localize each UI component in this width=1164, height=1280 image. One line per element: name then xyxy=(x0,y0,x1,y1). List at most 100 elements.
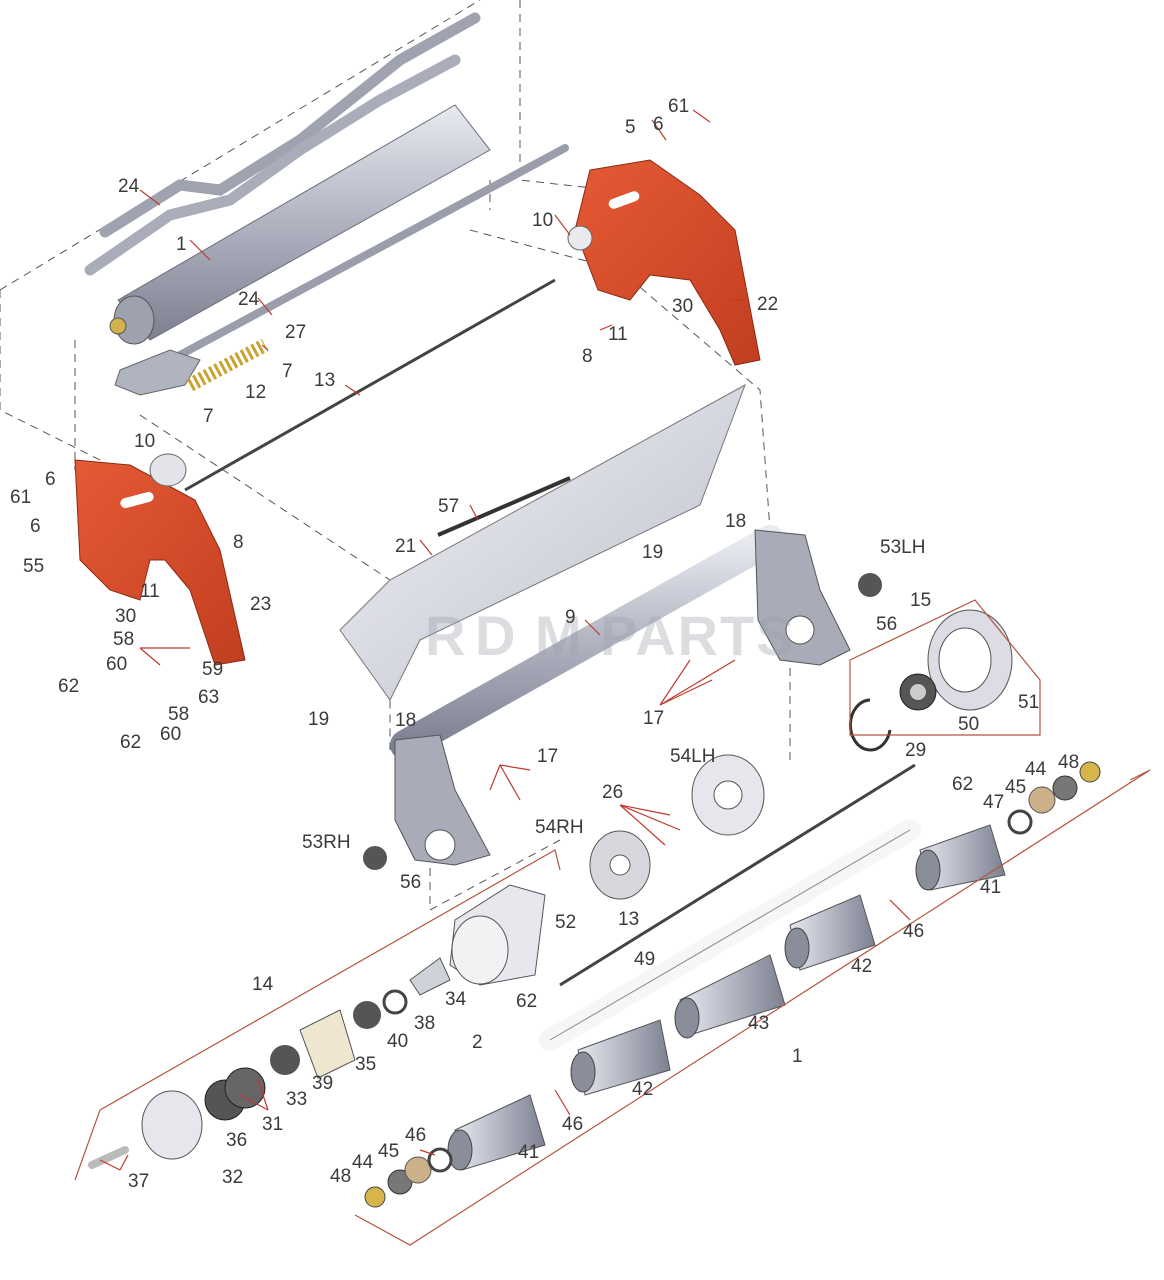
label-part-48-right: 48 xyxy=(1058,752,1079,773)
side-plate-part-22 xyxy=(574,159,761,366)
label-part-42-right: 42 xyxy=(851,956,872,977)
label-part-39: 39 xyxy=(312,1073,333,1094)
frame-tube-part-9 xyxy=(390,525,785,760)
label-part-56-left: 56 xyxy=(400,872,421,893)
label-part-61-left: 61 xyxy=(10,487,31,508)
label-part-6-left-lower: 6 xyxy=(30,516,41,537)
washer-part-46-left xyxy=(427,1147,453,1173)
label-part-58-upper: 58 xyxy=(113,629,134,650)
label-part-9: 9 xyxy=(565,607,576,628)
label-part-53lh: 53LH xyxy=(880,537,925,558)
side-plate-part-23 xyxy=(74,459,246,666)
parts xyxy=(74,12,1101,1208)
label-part-14: 14 xyxy=(252,974,274,995)
label-part-10-right: 10 xyxy=(532,210,553,231)
label-part-61-right: 61 xyxy=(668,96,689,117)
label-part-51: 51 xyxy=(1018,692,1039,713)
label-part-23: 23 xyxy=(250,594,271,615)
label-part-5: 5 xyxy=(625,117,636,138)
label-part-44-left: 44 xyxy=(352,1152,374,1173)
label-part-2: 2 xyxy=(472,1032,483,1053)
label-part-12: 12 xyxy=(245,382,266,403)
label-part-32: 32 xyxy=(222,1167,243,1188)
label-part-30-right: 30 xyxy=(672,296,693,317)
label-part-41-left: 41 xyxy=(518,1142,539,1163)
label-part-30-left: 30 xyxy=(115,606,136,627)
label-part-49: 49 xyxy=(634,949,655,970)
label-part-62-right: 62 xyxy=(952,774,973,795)
label-part-33: 33 xyxy=(286,1089,307,1110)
label-part-44-right: 44 xyxy=(1025,759,1047,780)
frame-plate-right xyxy=(754,529,851,666)
label-part-13-lower: 13 xyxy=(618,909,639,930)
watermark-letter-d: D xyxy=(475,604,517,667)
pulley-part-36 xyxy=(141,1090,203,1160)
label-part-6-left-upper: 6 xyxy=(45,469,56,490)
label-part-47: 47 xyxy=(983,792,1004,813)
washer-part-45-left xyxy=(404,1156,432,1184)
sleeve-part-35 xyxy=(299,1009,356,1079)
label-part-19-upper: 19 xyxy=(642,542,663,563)
cap-part-53lh xyxy=(858,573,882,597)
label-part-41-right: 41 xyxy=(980,877,1001,898)
shield-part-21 xyxy=(339,383,746,701)
leader-lines xyxy=(99,109,911,1171)
label-part-34: 34 xyxy=(445,989,467,1010)
label-part-11-left: 11 xyxy=(140,581,160,602)
label-part-10-left: 10 xyxy=(134,431,155,452)
cable-part-13-upper xyxy=(184,278,556,492)
tube-rod-part-24-lower xyxy=(84,54,461,276)
label-part-11-right: 11 xyxy=(608,324,628,345)
nut-part-48-right xyxy=(1079,761,1101,783)
label-part-58-lower: 58 xyxy=(168,704,189,725)
watermark-letter-r: R xyxy=(425,604,467,667)
label-part-53rh: 53RH xyxy=(302,832,351,853)
label-part-26: 26 xyxy=(602,782,623,803)
nut-part-48-left xyxy=(364,1186,386,1208)
label-part-19-lower: 19 xyxy=(308,709,329,730)
label-part-54lh: 54LH xyxy=(670,746,715,767)
label-part-37: 37 xyxy=(128,1171,149,1192)
label-part-24-middle: 24 xyxy=(238,289,260,310)
ring-part-38 xyxy=(382,989,408,1015)
label-part-18-upper: 18 xyxy=(725,511,746,532)
label-part-60-lower: 60 xyxy=(160,724,181,745)
label-part-24-upper: 24 xyxy=(118,176,140,197)
label-part-50: 50 xyxy=(958,714,979,735)
label-part-56-right: 56 xyxy=(876,614,897,635)
label-part-29: 29 xyxy=(905,740,926,761)
label-part-38: 38 xyxy=(414,1013,435,1034)
label-part-42-left: 42 xyxy=(632,1079,653,1100)
label-part-7-left: 7 xyxy=(203,406,214,427)
spacer-part-47 xyxy=(1007,809,1033,835)
label-part-45-right: 45 xyxy=(1005,777,1026,798)
bracket xyxy=(114,349,201,396)
label-part-62-upper: 62 xyxy=(58,676,79,697)
label-part-35: 35 xyxy=(355,1054,376,1075)
label-part-13-upper: 13 xyxy=(314,370,335,391)
label-part-46-left-upper: 46 xyxy=(562,1114,583,1135)
watermark: R D M PARTS xyxy=(425,604,796,667)
label-part-17-upper: 17 xyxy=(643,708,664,729)
bearing-part-40 xyxy=(353,1001,381,1029)
circlip-part-29 xyxy=(848,698,892,752)
label-part-54rh: 54RH xyxy=(535,817,584,838)
label-part-52: 52 xyxy=(555,912,576,933)
label-part-8-left: 8 xyxy=(233,532,244,553)
label-part-46-left-lower: 46 xyxy=(405,1125,426,1146)
label-part-27: 27 xyxy=(285,322,306,343)
washer-part-44-right xyxy=(1052,775,1078,801)
label-part-21: 21 xyxy=(395,536,416,557)
label-part-48-left: 48 xyxy=(330,1166,351,1187)
group-brackets xyxy=(74,599,1151,1246)
watermark-letter-m: M xyxy=(535,604,584,667)
label-part-62-lower: 62 xyxy=(120,732,141,753)
label-part-60-upper: 60 xyxy=(106,654,127,675)
spring-part-12 xyxy=(186,338,269,392)
part-labels: 24 1 24 27 7 12 7 13 5 6 61 10 30 22 11 … xyxy=(10,96,1079,1192)
watermark-parts: PARTS xyxy=(600,604,796,667)
label-part-18-lower: 18 xyxy=(395,710,416,731)
frame-plate-left xyxy=(394,734,491,866)
label-part-59: 59 xyxy=(202,659,223,680)
label-part-63: 63 xyxy=(198,687,219,708)
